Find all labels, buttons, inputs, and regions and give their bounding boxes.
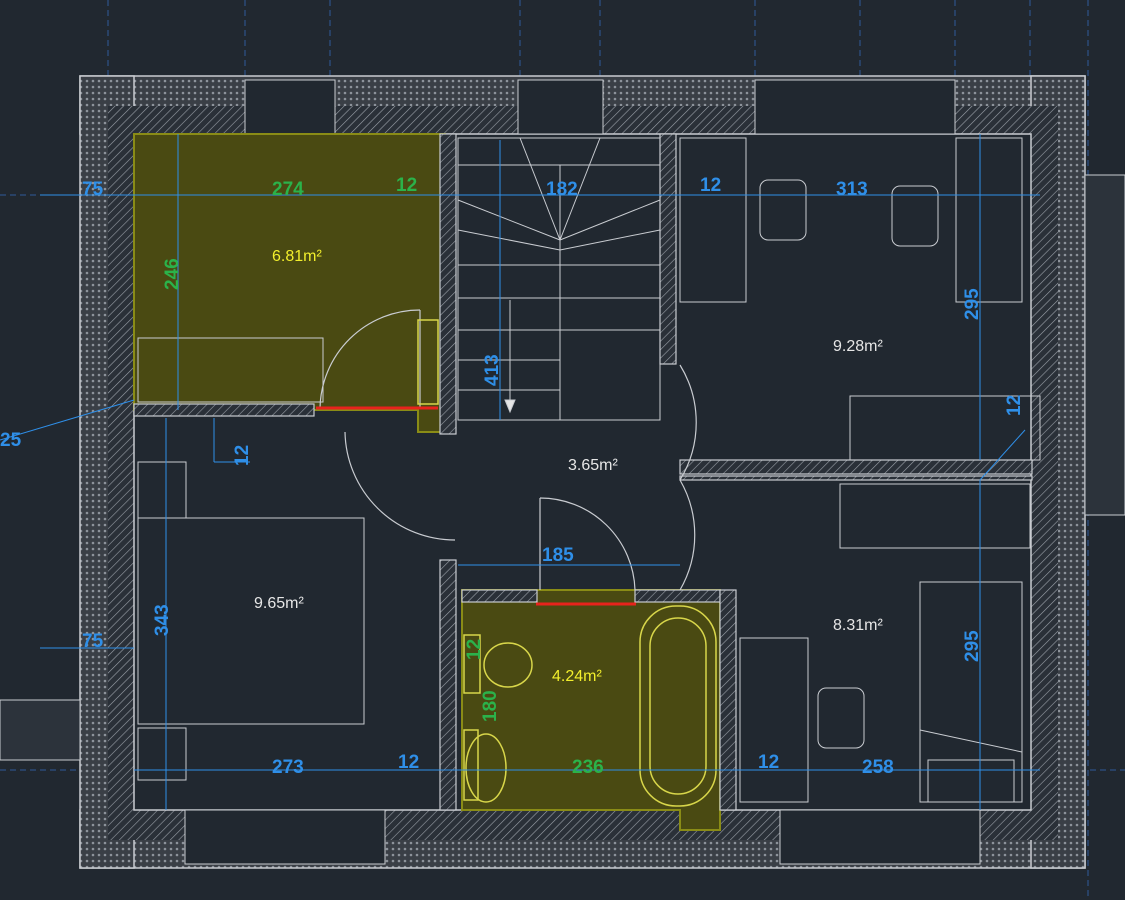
dim-label-180: 180 [480,690,501,722]
dimension-labels: 75 274 12 182 12 313 246 295 413 12 25 1… [0,175,1025,778]
dim-label-12-top-green: 12 [396,175,417,196]
dim-label-313: 313 [836,179,868,200]
dim-label-273: 273 [272,757,304,778]
dim-label-75-top: 75 [82,179,104,200]
door-marks-red [316,406,636,606]
area-label-room-top-left: 6.81m² [272,248,322,265]
dim-label-274: 274 [272,179,304,200]
dim-label-343: 343 [152,604,173,636]
dim-label-413: 413 [482,354,503,386]
dim-label-295-bottom: 295 [962,630,983,662]
dim-label-246: 246 [162,258,183,290]
dim-label-236: 236 [572,757,604,778]
staircase [457,137,661,421]
dim-label-12-top-blue: 12 [700,175,721,196]
interior-walls [133,133,1033,811]
dim-label-295-top: 295 [962,288,983,320]
dim-label-12-bottom-left: 12 [398,752,419,773]
area-label-room-top-right: 9.28m² [833,338,883,355]
dimension-lines [0,134,1040,810]
dim-label-75-bottom: 75 [82,631,104,652]
dim-label-12-bottom-right: 12 [758,752,779,773]
bathroom-fixtures [417,319,717,807]
furniture [137,137,1041,803]
dim-label-12-right: 12 [1004,395,1025,416]
dim-label-185: 185 [542,545,574,566]
area-label-hall: 3.65m² [568,457,618,474]
area-labels: 6.81m² 9.28m² 3.65m² 9.65m² 4.24m² 8.31m… [254,248,883,685]
area-label-bathroom: 4.24m² [552,668,602,685]
dim-label-25: 25 [0,430,22,451]
dim-label-12-bath: 12 [464,639,485,660]
area-label-room-bottom-left: 9.65m² [254,595,304,612]
area-label-room-bottom-right: 8.31m² [833,617,883,634]
dim-label-12-left: 12 [232,445,253,466]
dim-label-258: 258 [862,757,894,778]
dim-label-182: 182 [546,179,578,200]
